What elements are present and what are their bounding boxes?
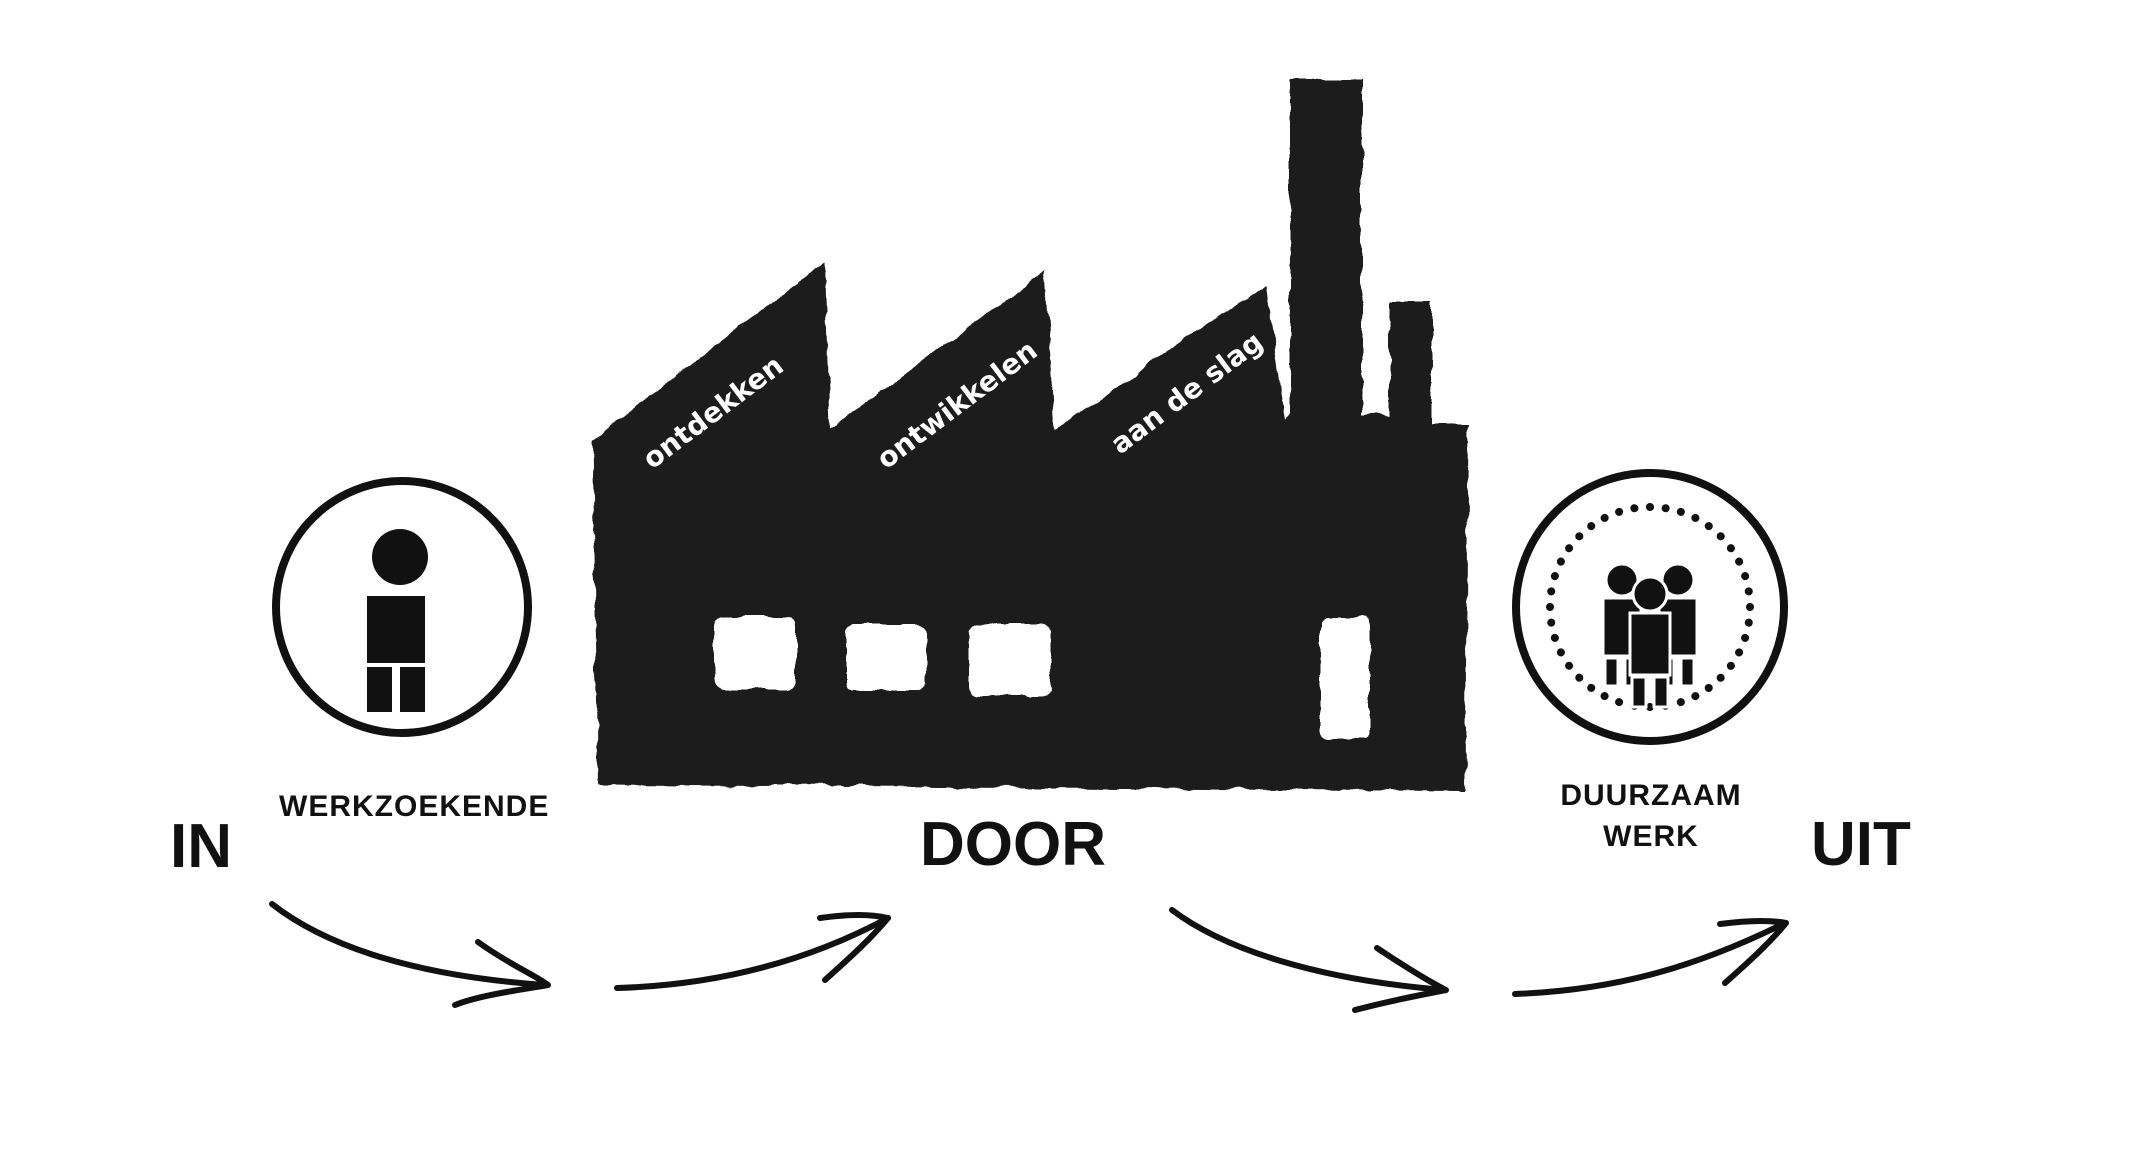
group-of-people-icon (1601, 562, 1699, 709)
werkzoekende-badge (272, 477, 532, 737)
stage-label-uit: UIT (1811, 810, 1911, 879)
factory-window (714, 617, 796, 689)
curved-arrow-icon (1512, 917, 1789, 997)
factory-window (969, 624, 1051, 696)
curved-arrow-icon (614, 912, 891, 991)
caption-werkzoekende: WERKZOEKENDE (279, 790, 549, 823)
duurzaam-werk-badge (1512, 469, 1788, 745)
badge-ring (1512, 469, 1788, 745)
caption-duurzaam: DUURZAAM (1560, 779, 1741, 812)
curved-arrow-icon (1169, 907, 1449, 1013)
caption-werk: WERK (1603, 820, 1699, 853)
factory-icon: ontdekken ontwikkelen aan de slag (592, 80, 1468, 790)
factory-door (1320, 617, 1370, 739)
single-person-icon (367, 529, 428, 712)
stage-label-in: IN (170, 812, 232, 881)
factory-window (846, 624, 926, 691)
badge-ring (272, 477, 532, 737)
curved-arrow-icon (269, 901, 551, 1008)
factory-silhouette (592, 80, 1468, 790)
factory-windows (714, 617, 1370, 739)
stage-label-door: DOOR (920, 810, 1106, 879)
dotted-ring (1546, 503, 1754, 711)
